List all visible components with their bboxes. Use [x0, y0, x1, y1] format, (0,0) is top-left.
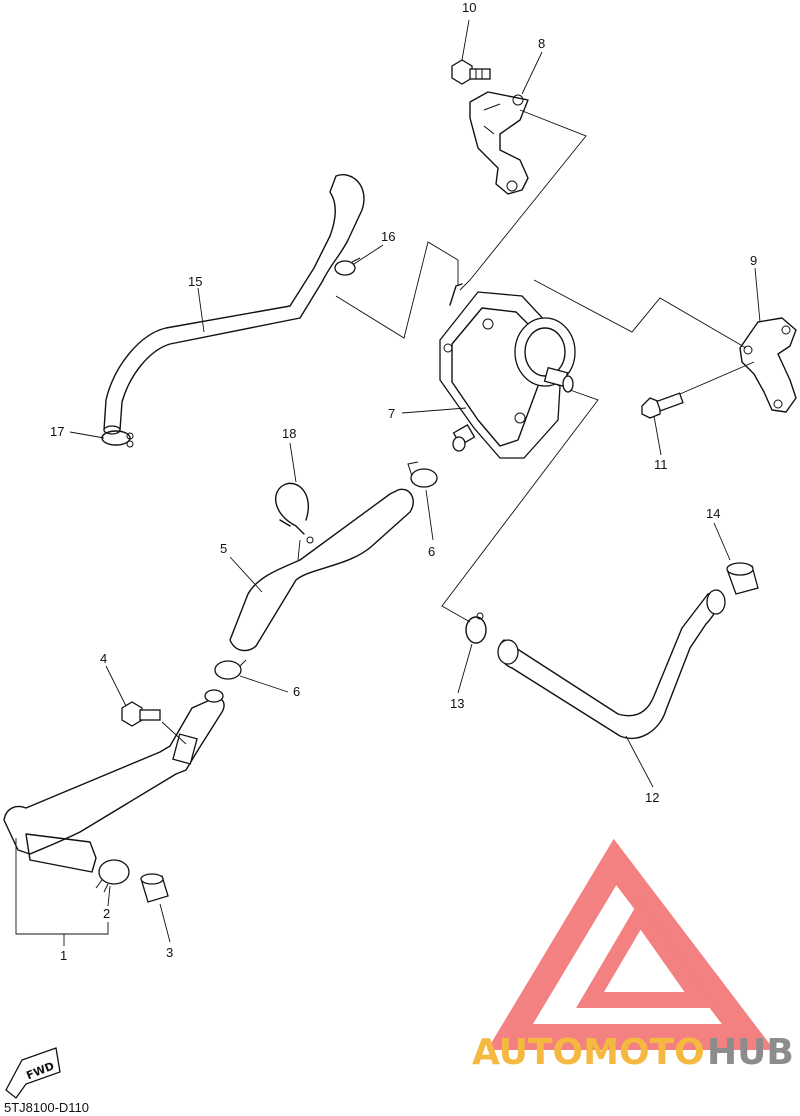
callout-9: 9	[750, 253, 757, 268]
reed-valve-part-7	[439, 283, 576, 459]
hose-part-15	[103, 174, 365, 435]
callout-8: 8	[538, 36, 545, 51]
callout-18: 18	[282, 426, 296, 441]
hose-part-5	[229, 488, 414, 652]
callout-6-upper: 6	[428, 544, 435, 559]
diagram-code: 5TJ8100-D110	[4, 1100, 89, 1115]
watermark-text-b: HUB	[707, 1032, 794, 1073]
callout-15: 15	[188, 274, 202, 289]
callout-13: 13	[450, 696, 464, 711]
leader-lines	[15, 19, 761, 946]
callout-1: 1	[60, 948, 67, 963]
callout-5: 5	[220, 541, 227, 556]
callout-16: 16	[381, 229, 395, 244]
sleeve-part-3	[140, 873, 169, 903]
callout-2: 2	[103, 906, 110, 921]
bracket-part-9	[739, 317, 797, 413]
callout-10: 10	[462, 0, 476, 15]
callout-6-lower: 6	[293, 684, 300, 699]
clamp-part-6-lower	[214, 659, 247, 680]
clamp-part-6-upper	[407, 461, 438, 488]
callout-14: 14	[706, 506, 720, 521]
clip-part-13	[465, 612, 487, 644]
bolt-part-11	[641, 392, 684, 419]
callout-11: 11	[654, 457, 668, 472]
clamp-part-2	[95, 859, 130, 893]
clamp-part-16	[334, 257, 361, 276]
hose-part-12	[497, 589, 726, 739]
callout-12: 12	[645, 790, 659, 805]
callout-3: 3	[166, 945, 173, 960]
watermark-logo	[487, 838, 775, 1050]
bracket-part-8	[469, 91, 529, 195]
pipe-part-1	[3, 689, 225, 873]
clamp-part-14	[726, 562, 759, 595]
bolt-part-4	[121, 701, 161, 727]
fwd-arrow-icon	[5, 1047, 61, 1099]
callout-4: 4	[100, 651, 107, 666]
callout-7: 7	[388, 406, 395, 421]
callout-17: 17	[50, 424, 64, 439]
watermark-text-a: AUTOMOTO	[472, 1032, 705, 1073]
bolt-part-10	[451, 59, 491, 85]
clip-part-18	[274, 482, 314, 544]
